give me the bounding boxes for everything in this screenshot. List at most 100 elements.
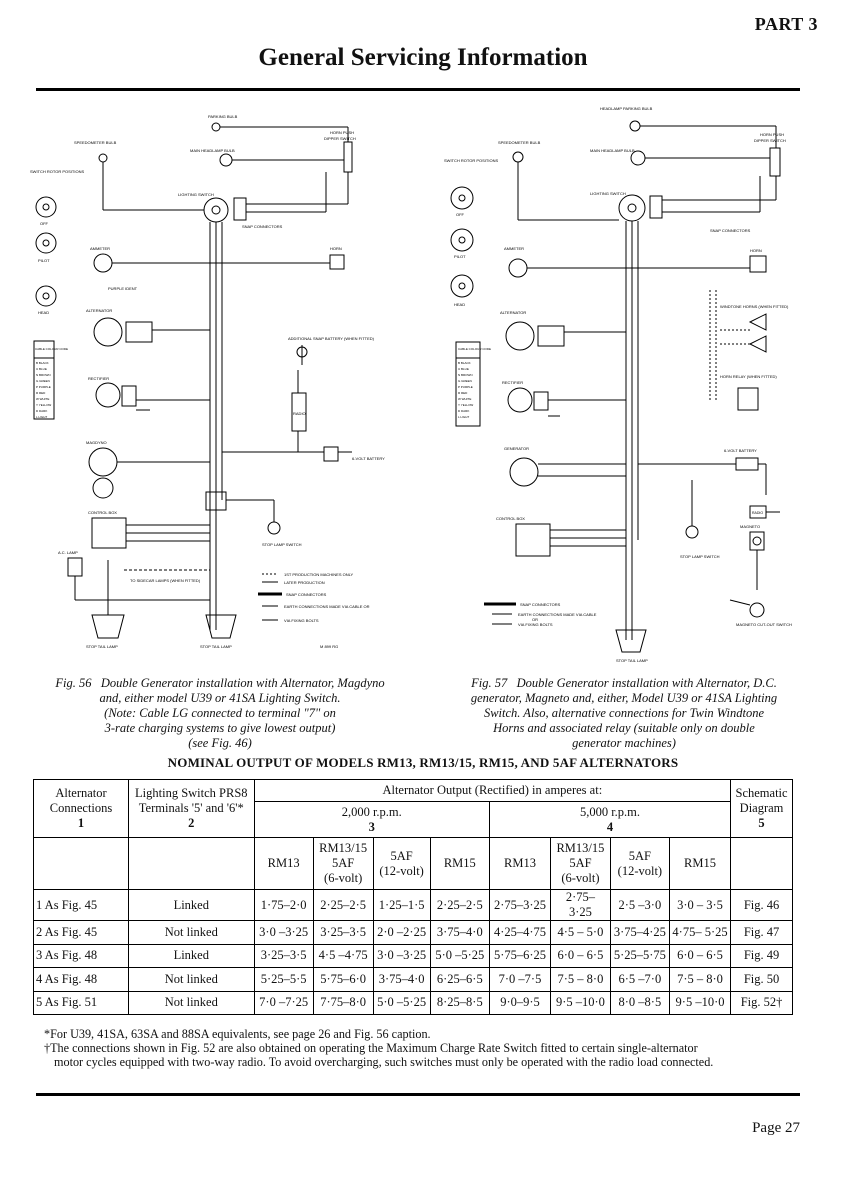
output-cell: 3·75–4·0 bbox=[372, 967, 431, 992]
fig56-snap-connectors-label: SNAP CONNECTORS bbox=[242, 224, 283, 229]
output-cell: 4·5 – 5·0 bbox=[550, 920, 611, 945]
model-header: RM15 bbox=[429, 837, 490, 890]
fig56-colour-row: D DARK bbox=[36, 409, 47, 413]
fig56-caption: Fig. 56 Double Generator installation wi… bbox=[30, 676, 410, 751]
diagram-cell: Fig. 47 bbox=[730, 920, 793, 945]
header-5000rpm: 5,000 r.p.m.4 bbox=[488, 801, 732, 838]
output-cell: 5·25–5·75 bbox=[609, 943, 670, 968]
fig57-colour-row: B BLACK bbox=[458, 361, 471, 365]
fig56-caption-line: Double Generator installation with Alter… bbox=[100, 676, 385, 690]
connection-cell: 2 As Fig. 45 bbox=[32, 920, 130, 945]
fig57-head-label: HEAD bbox=[454, 302, 465, 307]
fig56-magdyno-label: MAGDYNO bbox=[86, 440, 107, 445]
output-cell: 3·0 –3·25 bbox=[253, 920, 314, 945]
connection-cell: 4 As Fig. 48 bbox=[32, 967, 130, 992]
fig57-headlamp-label: MAIN HEADLAMP BULB bbox=[590, 148, 635, 153]
output-cell: 3·25–3·5 bbox=[253, 943, 314, 968]
diagram-cell: Fig. 52† bbox=[730, 990, 793, 1015]
fig56-sidecar-label: TO SIDECAR LAMPS (WHEN FITTED) bbox=[130, 578, 201, 583]
model-header: RM13 bbox=[488, 837, 552, 890]
fig56-ammeter-label: AMMETER bbox=[90, 246, 110, 251]
output-cell: 4·75– 5·25 bbox=[668, 920, 732, 945]
output-cell: 5·25–5·5 bbox=[253, 967, 314, 992]
fig57-colour-row: W WHITE bbox=[458, 397, 471, 401]
output-cell: 5·0 –5·25 bbox=[429, 943, 490, 968]
part-label: PART 3 bbox=[754, 14, 818, 34]
output-cell: 9·5 –10·0 bbox=[550, 990, 611, 1015]
fig57-generator-label: GENERATOR bbox=[504, 446, 529, 451]
output-cell: 3·75–4·0 bbox=[429, 920, 490, 945]
fig56-colour-row: P PURPLE bbox=[36, 385, 51, 389]
page-title: General Servicing Information bbox=[258, 44, 588, 71]
fig57-snap-connectors-label: SNAP CONNECTORS bbox=[710, 228, 751, 233]
fig57-dipper-label: DIPPER SWITCH bbox=[754, 138, 786, 143]
diagram-cell: Fig. 49 bbox=[730, 943, 793, 968]
output-cell: 2·25–2·5 bbox=[312, 889, 374, 921]
fig56-parking-bulb-label: PARKING BULB bbox=[208, 114, 238, 119]
table-heading: NOMINAL OUTPUT OF MODELS RM13, RM13/15, … bbox=[167, 755, 679, 770]
fig56-colour-row: W WHITE bbox=[36, 397, 49, 401]
fig56-tail-lamp-label: STOP TAIL LAMP bbox=[86, 644, 118, 649]
fig56-colour-row: G GREEN bbox=[36, 379, 50, 383]
fig57-colour-row: G GREEN bbox=[458, 379, 472, 383]
output-cell: 6·0 – 6·5 bbox=[668, 943, 732, 968]
fig56-colour-row: N BROWN bbox=[36, 373, 51, 377]
fig56-tail-lamp-label-2: STOP TAIL LAMP bbox=[200, 644, 232, 649]
fig56-radio-label: RADIO bbox=[293, 411, 306, 416]
fig56-purple-ident-label: PURPLE IDENT bbox=[108, 286, 138, 291]
fig57-colour-row: R RED bbox=[458, 391, 468, 395]
switch-cell: Not linked bbox=[128, 967, 255, 992]
fig56-off-label: OFF bbox=[40, 221, 49, 226]
fig57-tail-lamp-label: STOP TAIL LAMP bbox=[616, 658, 648, 663]
output-cell: 6·0 – 6·5 bbox=[550, 943, 611, 968]
output-cell: 7·75–8·0 bbox=[312, 990, 374, 1015]
fig57-alternator-label: ALTERNATOR bbox=[500, 310, 526, 315]
fig56-colour-row: U BLUE bbox=[36, 367, 47, 371]
model-header: 5AF(12-volt) bbox=[609, 837, 670, 890]
fig56-battery-label: 6-VOLT BATTERY bbox=[352, 456, 385, 461]
page-number: Page 27 bbox=[752, 1120, 800, 1136]
fig57-horn-label: HORN bbox=[750, 248, 762, 253]
output-cell: 7·0 –7·25 bbox=[253, 990, 314, 1015]
fig57-colour-row: D DARK bbox=[458, 409, 469, 413]
output-cell: 3·0 –3·25 bbox=[372, 943, 431, 968]
fig57-stop-switch-label: STOP LAMP SWITCH bbox=[680, 554, 720, 559]
connection-cell: 5 As Fig. 51 bbox=[32, 990, 130, 1015]
fig56-ac-lamp-label: A.C. LAMP bbox=[58, 550, 78, 555]
fig56-rectifier-label: RECTIFIER bbox=[88, 376, 109, 381]
fig56-colour-row: B BLACK bbox=[36, 361, 49, 365]
output-cell: 3·75–4·25 bbox=[609, 920, 670, 945]
fig56-add-battery-label: ADDITIONAL SNAP BATTERY (WHEN FITTED) bbox=[288, 336, 375, 341]
output-cell: 7·5 – 8·0 bbox=[668, 967, 732, 992]
fig57-radio-label: RADIO bbox=[752, 511, 763, 515]
fig56-wiring-diagram: PARKING BULB SPEEDOMETER BULB MAIN HEADL… bbox=[30, 114, 385, 649]
output-cell: 2·75– 3·25 bbox=[550, 889, 611, 921]
fig57-speedometer-label: SPEEDOMETER BULB bbox=[498, 140, 541, 145]
fig56-pilot-label: PILOT bbox=[38, 258, 50, 263]
fig56-caption-line: (Note: Cable LG connected to terminal "7… bbox=[104, 706, 336, 720]
fig57-legend-4: VIA FIXING BOLTS bbox=[518, 622, 553, 627]
fig56-legend-1: 1ST PRODUCTION MACHINES ONLY bbox=[284, 572, 354, 577]
fig57-battery-label: 6-VOLT BATTERY bbox=[724, 448, 757, 453]
fig57-control-box-label: CONTROL BOX bbox=[496, 516, 525, 521]
fig57-cutout-label: MAGNETO CUT-OUT SWITCH bbox=[736, 622, 792, 627]
output-cell: 8·25–8·5 bbox=[429, 990, 490, 1015]
connection-cell: 3 As Fig. 48 bbox=[32, 943, 130, 968]
fig57-lighting-switch-label: LIGHTING SWITCH bbox=[590, 191, 626, 196]
fig56-head-label: HEAD bbox=[38, 310, 49, 315]
fig56-headlamp-label: MAIN HEADLAMP BULB bbox=[190, 148, 235, 153]
output-cell: 7·0 –7·5 bbox=[488, 967, 552, 992]
fig56-colour-row: Y YELLOW bbox=[36, 403, 51, 407]
output-cell: 4·5 –4·75 bbox=[312, 943, 374, 968]
fig57-colour-code-title: CABLE COLOUR CODE bbox=[458, 347, 491, 351]
switch-cell: Not linked bbox=[128, 990, 255, 1015]
fig57-rotor-label: SWITCH ROTOR POSITIONS bbox=[444, 158, 498, 163]
fig57-rectifier-label: RECTIFIER bbox=[502, 380, 523, 385]
footnote-3: motor cycles equipped with two-way radio… bbox=[54, 1055, 714, 1069]
